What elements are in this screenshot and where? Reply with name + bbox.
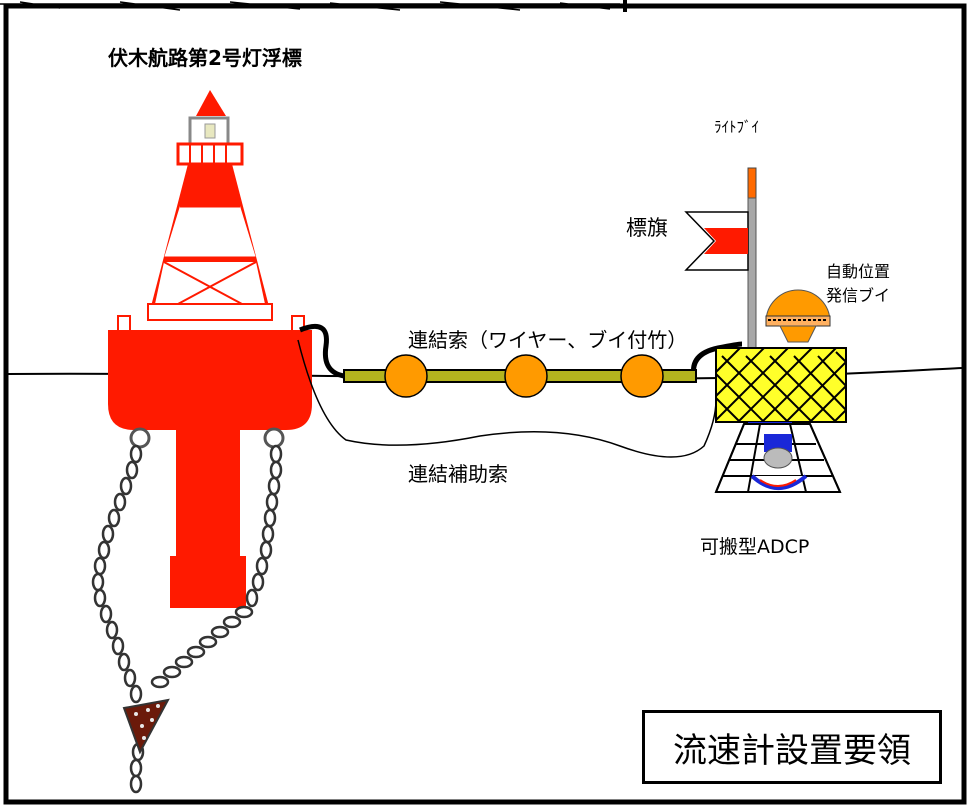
adcp-label: 可搬型ADCP <box>700 536 810 558</box>
auxiliary-rope <box>297 339 717 458</box>
rope-float <box>620 354 664 398</box>
buoy-tail-tube <box>176 430 240 556</box>
light-buoy-label: ﾗｲﾄﾌﾞｲ <box>714 118 760 136</box>
procedure-title-box: 流速計設置要領 <box>642 710 942 784</box>
main-light-buoy <box>108 90 312 608</box>
connecting-rope-label: 連結索（ワイヤー、ブイ付竹） <box>408 328 688 352</box>
top-cropped-strip <box>0 0 627 12</box>
rope-float <box>384 354 428 398</box>
rope-float <box>504 354 548 398</box>
lantern-gallery <box>176 142 244 166</box>
adcp-instrument-cage <box>714 422 842 493</box>
adcp-float-frame <box>715 347 847 423</box>
buoy-float-body <box>108 330 312 430</box>
gps-buoy-label: 自動位置 発信ブイ <box>826 260 890 308</box>
procedure-title: 流速計設置要領 <box>673 730 911 771</box>
mast-pole <box>747 197 757 351</box>
anchor-sinker <box>122 698 170 755</box>
gps-buoy-label-line2: 発信ブイ <box>826 286 891 305</box>
gps-transmitter-buoy <box>765 289 831 343</box>
top-mark-cone <box>196 90 226 116</box>
wire-left <box>299 324 345 379</box>
auxiliary-rope-label: 連結補助索 <box>408 462 508 486</box>
buoy-title: 伏木航路第2号灯浮標 <box>108 46 302 70</box>
mast-lamp <box>747 167 757 199</box>
flag-label: 標旗 <box>626 216 668 240</box>
gps-buoy-label-line1: 自動位置 <box>826 262 891 281</box>
